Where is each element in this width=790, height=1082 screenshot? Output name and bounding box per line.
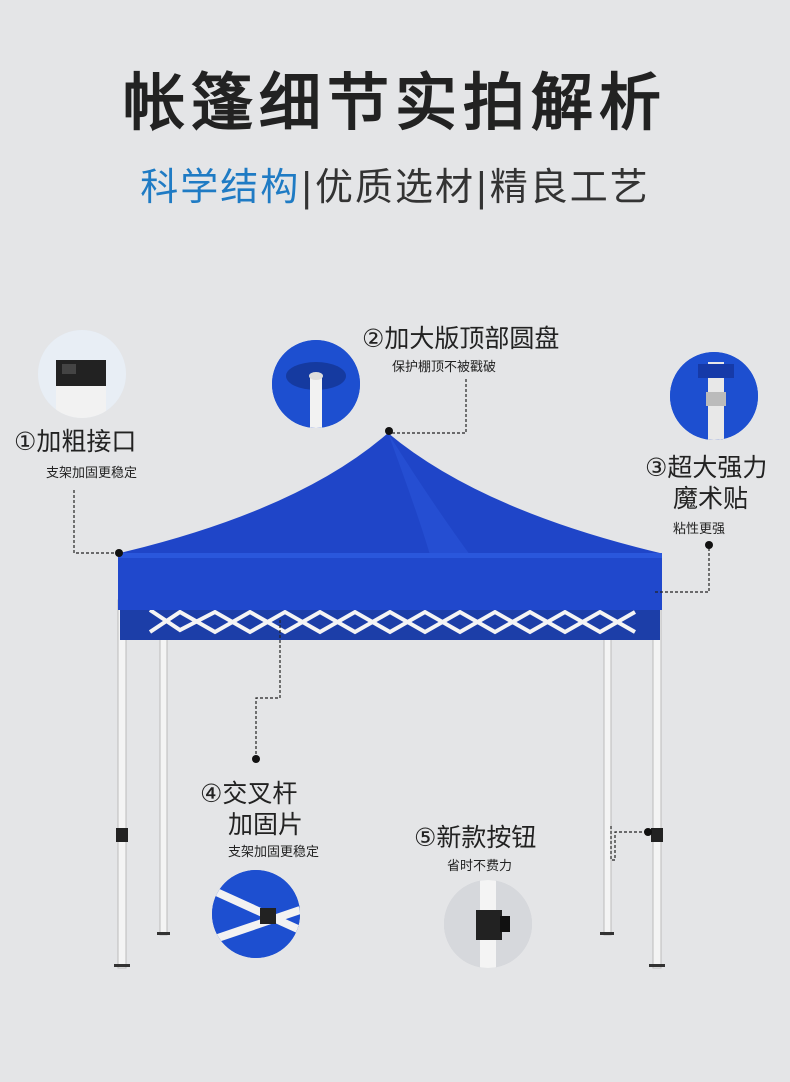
callout-3-title-line2: 魔术贴: [673, 484, 749, 513]
callout-dot-5: [644, 828, 652, 836]
detail-photo-cross-bar: [212, 870, 300, 958]
detail-photo-velcro: [670, 352, 758, 440]
callout-5-title: ⑤新款按钮: [414, 823, 537, 852]
velcro-photo-icon: [670, 352, 758, 440]
callout-3-title-line1: ③超大强力: [645, 453, 768, 482]
page-title: 帐篷细节实拍解析: [122, 66, 667, 139]
callout-dot-3: [705, 541, 713, 549]
callout-dot-1: [115, 549, 123, 557]
detail-photo-top-disc: [272, 340, 360, 428]
top-disc-photo-icon: [272, 340, 360, 428]
callout-4-title-line2: 加固片: [228, 810, 304, 839]
callout-2-title: ②加大版顶部圆盘: [362, 324, 560, 353]
joint-photo-icon: [38, 330, 126, 418]
callout-3-desc: 粘性更强: [673, 522, 726, 537]
callout-dot-2: [385, 427, 393, 435]
button-photo-icon: [444, 880, 532, 968]
detail-photo-button: [444, 880, 532, 968]
callout-5-desc: 省时不费力: [447, 859, 513, 874]
callout-1-desc: 支架加固更稳定: [46, 466, 138, 481]
callout-1-title: ①加粗接口: [14, 427, 137, 456]
detail-photo-joint: [38, 330, 126, 418]
subtitle-rest: |优质选材|精良工艺: [300, 165, 650, 209]
page-subtitle: 科学结构|优质选材|精良工艺: [0, 168, 790, 206]
cross-bar-photo-icon: [212, 870, 300, 958]
callout-2-desc: 保护棚顶不被戳破: [392, 360, 497, 375]
callout-4-title-line1: ④交叉杆: [200, 779, 298, 808]
callout-4-desc: 支架加固更稳定: [228, 845, 320, 860]
subtitle-highlight: 科学结构: [140, 165, 301, 209]
callout-dot-4: [252, 755, 260, 763]
